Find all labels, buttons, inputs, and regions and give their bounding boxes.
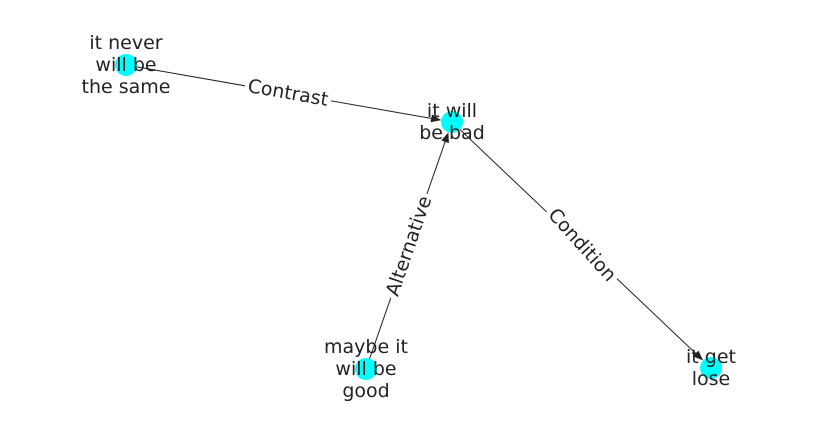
edge-label-contrast: Contrast <box>242 73 334 113</box>
node-label-line: it never <box>89 32 162 54</box>
node-marker <box>700 357 722 379</box>
node-label-line: the same <box>82 76 171 98</box>
node-label-line: be bad <box>419 122 485 144</box>
node-label-line: it will <box>427 100 477 122</box>
node-label-line: lose <box>692 368 731 390</box>
edge-label-condition: Condition <box>540 201 624 289</box>
edge-alternative-arrowhead <box>441 132 449 144</box>
edge-contrast-arrowhead <box>430 114 442 123</box>
node-label-line: will be <box>95 54 156 76</box>
edge-label-background <box>379 189 439 303</box>
node-marker <box>355 358 377 380</box>
edge-label-background <box>242 73 334 113</box>
edge-label-background <box>540 201 624 289</box>
edge-label-text: Contrast <box>246 75 330 111</box>
node-label-line: maybe it <box>324 336 408 358</box>
node-marker <box>441 111 463 133</box>
node-label-line: it get <box>686 346 736 368</box>
edge-condition-arrowhead <box>693 350 703 361</box>
edge-label-text: Condition <box>543 204 620 286</box>
edge-label-alternative: Alternative <box>379 189 439 303</box>
node-label-line: will be <box>335 358 396 380</box>
node-label-line: good <box>342 380 389 402</box>
edge-label-text: Alternative <box>382 193 437 299</box>
node-marker <box>115 54 137 76</box>
